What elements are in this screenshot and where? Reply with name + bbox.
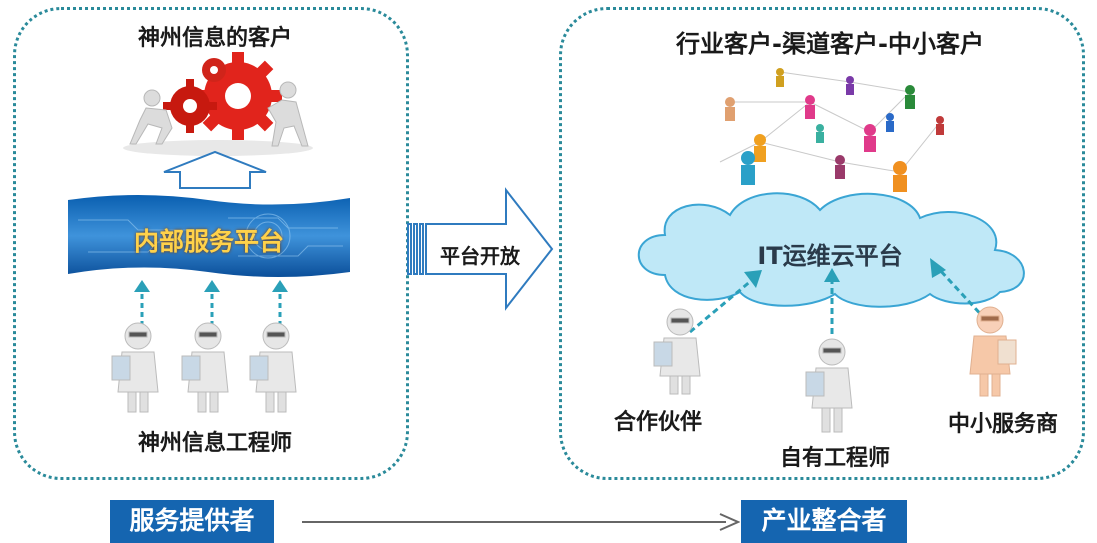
person-icon — [725, 97, 735, 121]
right-panel — [559, 7, 1085, 480]
role-transition-arrow — [302, 513, 740, 531]
platform-open-arrow — [407, 187, 554, 311]
engineers-illustration — [111, 322, 297, 413]
it-ops-cloud — [637, 192, 1025, 308]
sme-provider-figure — [969, 306, 1017, 397]
person-icon — [886, 113, 894, 132]
sme-provider-label: 中小服务商 — [947, 412, 1058, 437]
person-icon — [776, 68, 784, 87]
cloud-connector-arrows — [689, 258, 988, 334]
person-icon — [816, 124, 824, 143]
service-provider-badge: 服务提供者 — [110, 500, 274, 543]
person-icon — [805, 95, 815, 119]
engineer-figure — [249, 322, 297, 413]
internal-service-platform-banner — [68, 195, 350, 277]
person-icon — [864, 124, 876, 152]
platform-open-label: 平台开放 — [440, 244, 520, 268]
gear-icon — [202, 58, 226, 82]
industry-integrator-badge: 产业整合者 — [741, 500, 907, 543]
person-icon — [741, 151, 755, 185]
customer-network-illustration — [719, 68, 944, 192]
person-icon — [893, 161, 907, 192]
banner-text: 内部服务平台 — [133, 227, 284, 256]
left-panel-caption: 神州信息工程师 — [137, 431, 292, 456]
person-icon — [905, 85, 915, 109]
person-icon — [846, 76, 854, 95]
gear-icon — [163, 79, 217, 133]
gears-teamwork-illustration — [123, 52, 313, 156]
engineer-figure — [111, 322, 159, 413]
left-panel-title: 神州信息的客户 — [137, 26, 292, 51]
up-arrow-icon — [163, 150, 267, 189]
person-icon — [936, 116, 944, 135]
partner-figure — [653, 308, 701, 395]
person-icon — [754, 134, 766, 162]
own-engineer-figure — [805, 338, 853, 433]
cloud-label: IT运维云平台 — [757, 242, 903, 270]
person-icon — [835, 155, 845, 179]
engineer-figure — [181, 322, 229, 413]
engineer-up-arrows — [134, 280, 288, 326]
own-engineer-label: 自有工程师 — [779, 446, 890, 471]
partner-label: 合作伙伴 — [613, 410, 702, 435]
right-panel-title: 行业客户-渠道客户-中小客户 — [676, 30, 984, 58]
